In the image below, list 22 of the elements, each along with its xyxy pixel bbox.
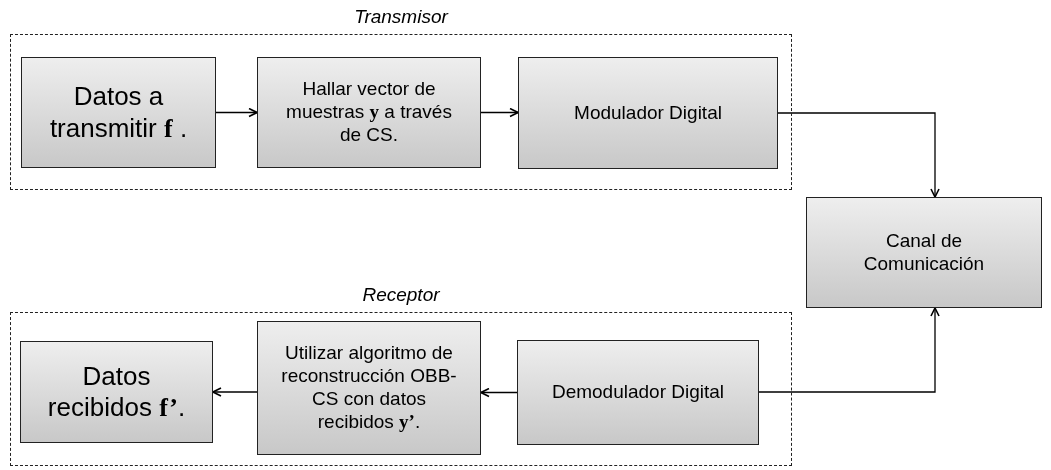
process-box (257, 321, 481, 455)
arrow (215, 107, 258, 118)
process-box (806, 197, 1042, 308)
arrow (480, 387, 518, 398)
box-label: Datos recibidos f’. (46, 360, 187, 424)
process-box (20, 341, 213, 443)
box-label: Modulador Digital (574, 101, 722, 125)
process-box (21, 57, 216, 168)
box-label: Demodulador Digital (551, 381, 725, 404)
arrow (777, 112, 940, 198)
arrow (212, 387, 258, 397)
box-label: Utilizar algoritmo de reconstrucción OBB-CS con datos recibidos y’. (280, 342, 458, 434)
group-title: Receptor (362, 284, 440, 306)
arrow (758, 307, 940, 393)
box-label: Hallar vector de muestras y a través de CS. (285, 78, 453, 147)
box-label: Datos a transmitir f . (48, 81, 189, 144)
process-box (257, 57, 481, 168)
arrow (480, 107, 519, 118)
box-label: Canal de Comunicación (862, 229, 986, 276)
process-box (517, 340, 759, 445)
process-box (518, 57, 778, 169)
group-title: Transmisor (354, 6, 448, 28)
